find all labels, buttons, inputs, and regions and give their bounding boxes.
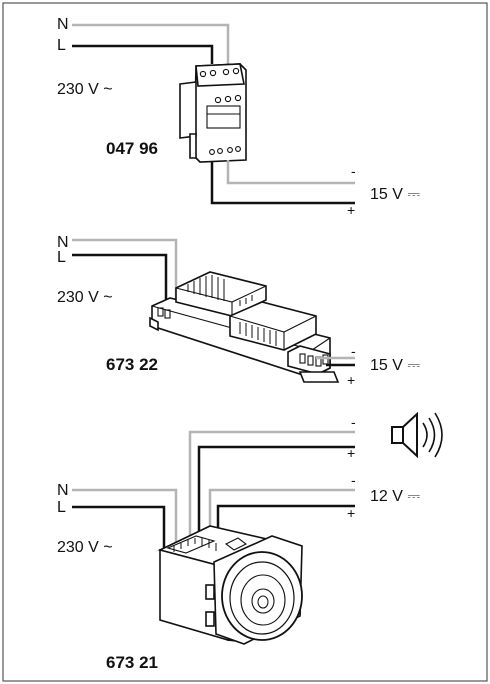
line-label: L: [57, 499, 66, 516]
output-voltage-label: 15 V ⎓: [370, 357, 420, 374]
input-voltage-label: 230 V ~: [57, 81, 113, 98]
neutral-wire: [72, 238, 178, 310]
minus-wire: [226, 160, 355, 185]
speaker-icon: [391, 411, 443, 459]
neutral-label: N: [57, 482, 69, 499]
supply-673-21: N L 230 V ~ - + - + 12 V ⎓: [57, 411, 443, 672]
minus-sign: -: [351, 163, 356, 179]
plus-sign: +: [347, 505, 355, 521]
din-module-device: [179, 63, 247, 163]
neutral-label: N: [57, 16, 69, 33]
speaker-plus-sign: +: [347, 445, 355, 461]
plus-sign: +: [347, 202, 355, 218]
speaker-minus-wire: [188, 430, 355, 545]
line-label: L: [57, 37, 66, 54]
neutral-wire: [72, 488, 178, 544]
plus-wire: [210, 162, 355, 205]
transformer-device: [149, 271, 340, 383]
line-wire: [72, 253, 168, 316]
supply-673-22: N L 230 V ~: [57, 234, 420, 388]
input-voltage-label: 230 V ~: [57, 539, 113, 556]
line-wire: [72, 44, 214, 64]
device-code: 047 96: [106, 139, 158, 158]
minus-sign: -: [351, 472, 356, 488]
line-wire: [72, 505, 166, 548]
neutral-wire: [72, 23, 230, 64]
device-code: 673 21: [106, 653, 158, 672]
device-code: 673 22: [106, 355, 158, 374]
neutral-label: N: [57, 234, 69, 251]
input-voltage-label: 230 V ~: [57, 289, 113, 306]
output-voltage-label: 12 V ⎓: [370, 488, 420, 505]
plus-sign: +: [347, 372, 355, 388]
output-voltage-label: 15 V ⎓: [370, 186, 420, 203]
speaker-minus-sign: -: [351, 414, 356, 430]
supply-047-96: N L 230 V ~ 047 96 -: [57, 16, 420, 218]
line-label: L: [57, 249, 66, 266]
minus-sign: -: [351, 343, 356, 359]
flush-mount-device: [157, 525, 303, 645]
speaker-plus-wire: [197, 445, 355, 545]
